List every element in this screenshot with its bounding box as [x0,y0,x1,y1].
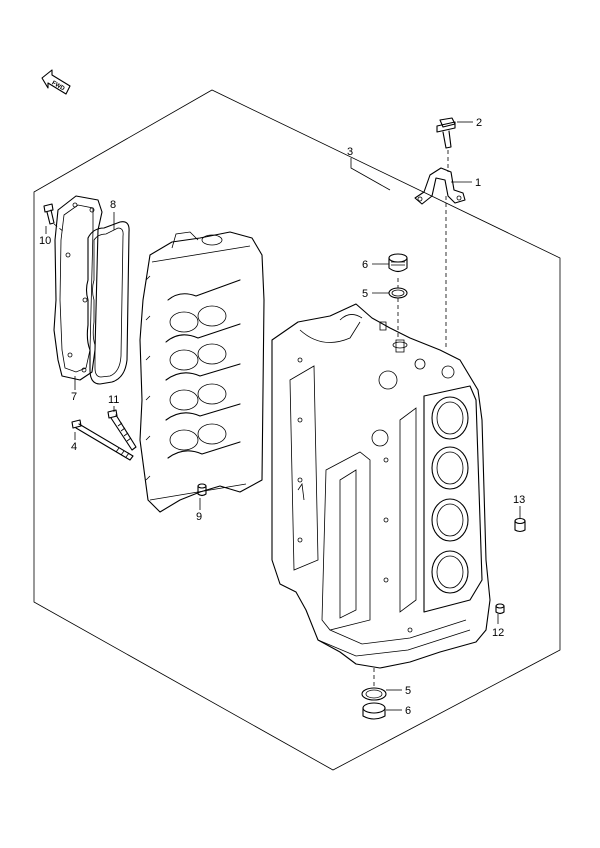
callout-7: 7 [71,391,77,403]
dowel-pin-9 [197,483,207,497]
bolt-4 [71,419,134,461]
callout-8: 8 [110,199,116,211]
leader-lines [45,121,521,711]
bolt-11 [107,409,137,451]
oring-5-bottom [361,687,387,701]
callout-6-top: 6 [362,259,368,271]
callout-2: 2 [476,117,482,129]
callout-4: 4 [71,441,77,453]
plug-12 [495,603,505,615]
alignment-line-bolt-10 [53,223,65,233]
dowel-13 [514,517,526,533]
cylinder-block [271,303,491,669]
bolt-2 [436,117,456,149]
gasket-8 [85,221,130,385]
fwd-arrow-icon: FWD [41,69,71,95]
bracket-1 [414,167,466,205]
oring-5-top [388,287,408,299]
callout-9: 9 [196,511,202,523]
callout-1: 1 [475,177,481,189]
plug-6-top [388,253,408,273]
assembly-boundary [33,89,561,771]
callout-3: 3 [347,146,353,158]
callout-6-bottom: 6 [405,705,411,717]
callout-11: 11 [108,394,119,406]
callout-5-top: 5 [362,288,368,300]
cylinder-head [139,231,265,513]
callout-13: 13 [513,494,525,506]
plug-6-bottom [362,702,386,720]
callout-5-bottom: 5 [405,685,411,697]
callout-10: 10 [39,235,51,247]
cover-7 [53,195,103,381]
callout-12: 12 [492,627,504,639]
bolt-10 [43,203,55,225]
